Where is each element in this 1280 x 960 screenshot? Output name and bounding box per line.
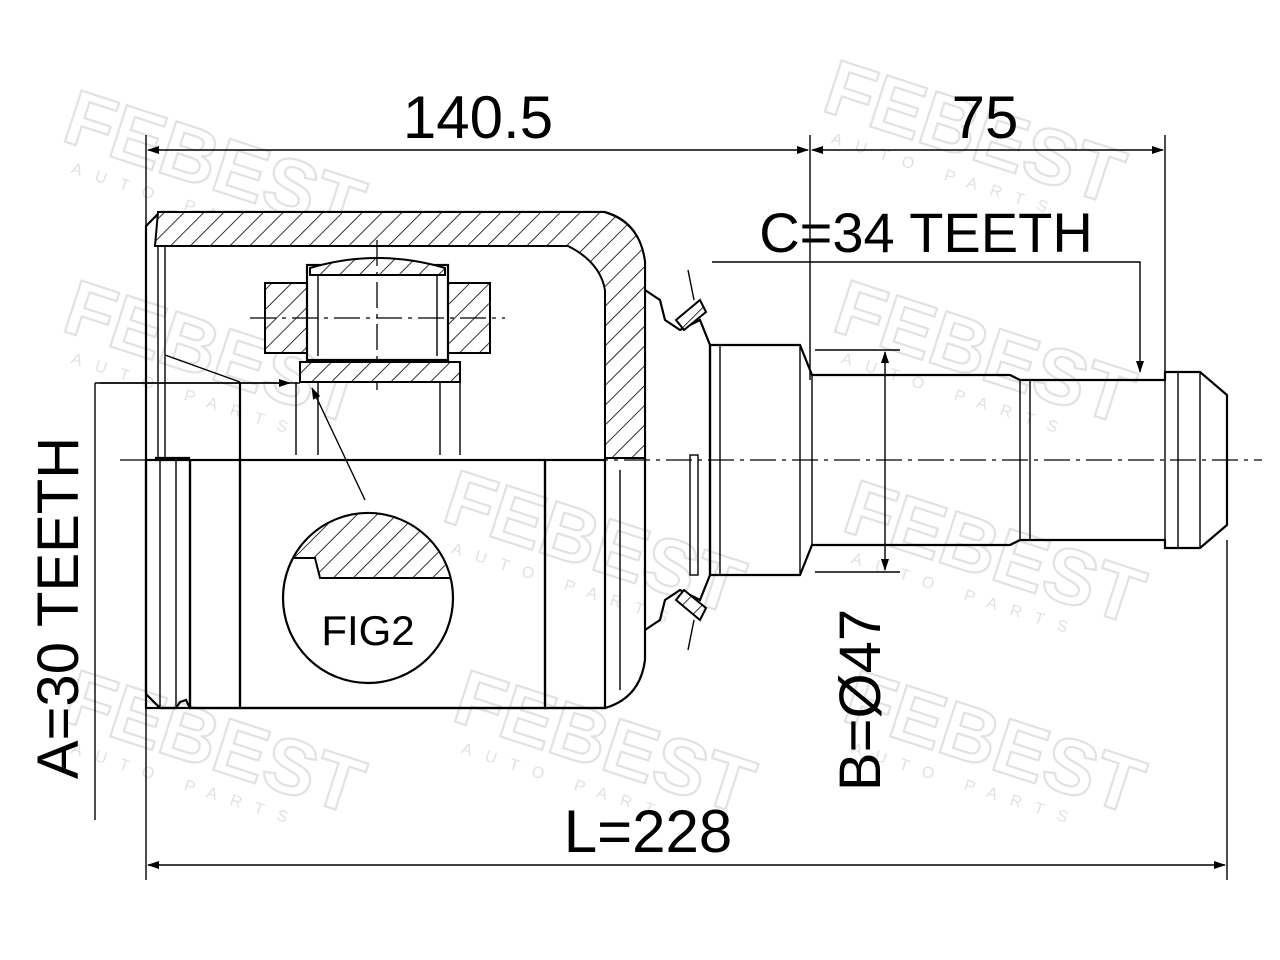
leader-outer-spline [712, 261, 1144, 373]
watermark-brand: FEBEST [435, 452, 755, 631]
housing-section [153, 211, 646, 459]
shaft-length-label: 75 [952, 84, 1019, 151]
watermark-brand: FEBEST [825, 262, 1145, 441]
outer-spline-label: C=34 TEETH [759, 201, 1093, 264]
roller-assembly [164, 240, 505, 460]
leader-fig2 [311, 387, 366, 501]
fig2-label: FIG2 [321, 607, 414, 654]
inner-spline-label: A=30 TEETH [26, 437, 91, 779]
housing-length-label: 140.5 [403, 84, 553, 151]
housing [144, 210, 647, 710]
shaft [708, 343, 1229, 577]
watermark-brand: FEBEST [55, 262, 375, 441]
shaft-diameter-label: B=Ø47 [828, 609, 893, 791]
total-length-label: L=228 [564, 798, 733, 865]
fig2-detail: FIG2 [281, 511, 455, 685]
dimension-labels: 140.5 75 C=34 TEETH L=228 A=30 TEETH B=Ø… [26, 84, 1093, 865]
dimension-lines [100, 146, 1226, 869]
watermark-brand: FEBEST [55, 652, 375, 831]
watermark-group: FEBEST AUTO PARTS FEBEST AUTO PARTS FEBE… [54, 41, 1156, 832]
